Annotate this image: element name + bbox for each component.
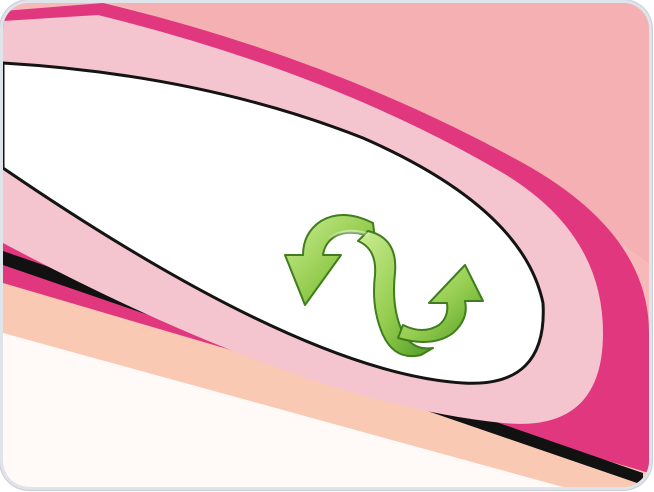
tubule-illustration bbox=[3, 3, 649, 487]
diagram-frame bbox=[3, 3, 649, 487]
